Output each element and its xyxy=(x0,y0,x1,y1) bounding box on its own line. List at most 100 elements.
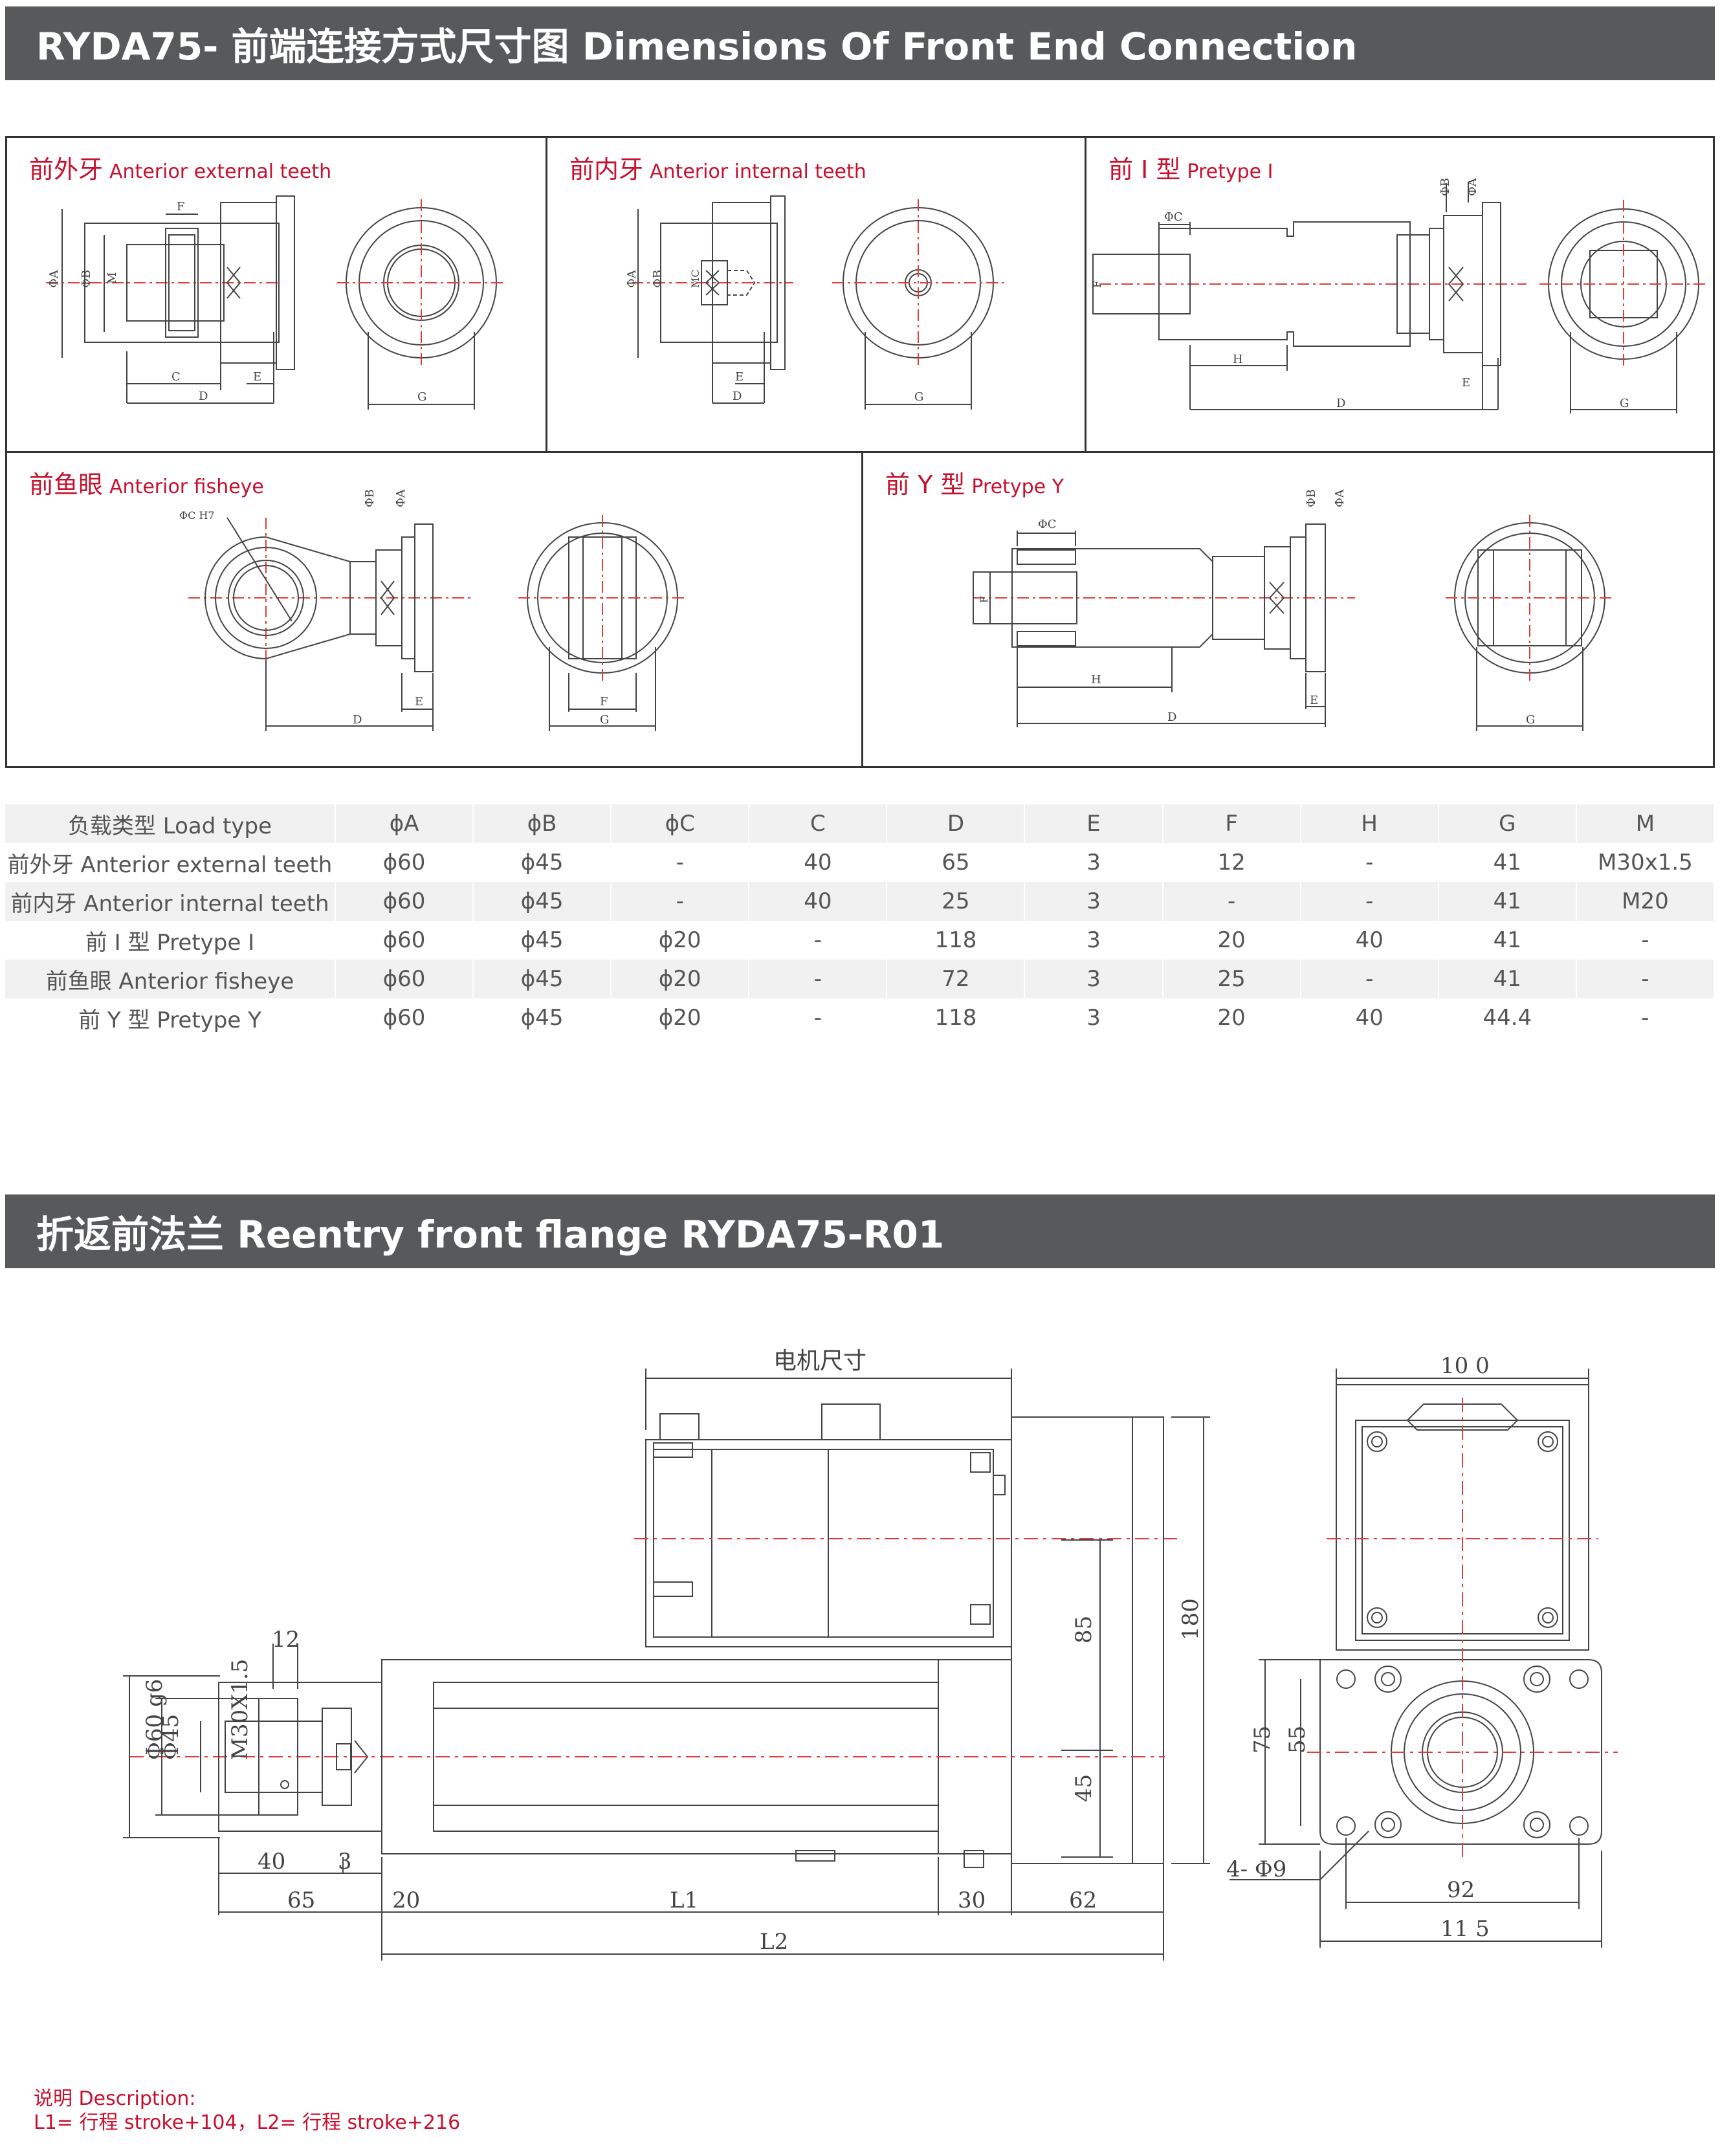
table-cell: - xyxy=(611,843,750,882)
table-cell: 3 xyxy=(1024,960,1163,998)
svg-text:ΦA: ΦA xyxy=(394,489,408,507)
svg-text:75: 75 xyxy=(1250,1726,1275,1754)
table-cell: 前鱼眼 Anterior fisheye xyxy=(5,960,336,998)
section-title: 折返前法兰 Reentry front flange RYDA75-R01 xyxy=(36,1213,945,1257)
table-cell: 3 xyxy=(1024,921,1163,960)
table-cell: - xyxy=(749,998,888,1037)
svg-text:ΦA: ΦA xyxy=(1466,177,1479,196)
section-title: RYDA75- 前端连接方式尺寸图 Dimensions Of Front En… xyxy=(36,25,1358,69)
description-title: 说明 Description: xyxy=(34,2087,196,2110)
table-cell: 前 I 型 Pretype I xyxy=(5,921,336,960)
table-cell: ϕ20 xyxy=(611,960,750,998)
svg-text:G: G xyxy=(1526,713,1535,727)
fisheye-drawing: ΦC H7 D E F G ΦB ΦA xyxy=(179,489,687,731)
table-cell: 72 xyxy=(887,960,1026,998)
table-cell: - xyxy=(1576,960,1715,998)
table-cell: ϕ20 xyxy=(611,998,750,1037)
svg-text:12: 12 xyxy=(272,1627,300,1653)
svg-text:G: G xyxy=(600,713,609,727)
svg-text:85: 85 xyxy=(1071,1616,1097,1644)
table-cell: 25 xyxy=(1162,960,1301,998)
table-cell: 前 Y 型 Pretype Y xyxy=(5,998,336,1037)
table-cell: 前外牙 Anterior external teeth xyxy=(5,843,336,882)
table-cell: 118 xyxy=(887,998,1026,1037)
svg-text:55: 55 xyxy=(1284,1726,1310,1754)
svg-text:L1: L1 xyxy=(670,1887,698,1913)
table-cell: M30x1.5 xyxy=(1576,843,1715,882)
svg-text:E: E xyxy=(1310,694,1318,707)
table-cell: 40 xyxy=(1300,998,1439,1037)
svg-text:F: F xyxy=(177,200,185,214)
svg-text:电机尺寸: 电机尺寸 xyxy=(773,1348,866,1374)
table-row: 前鱼眼 Anterior fisheye ϕ60 ϕ45 ϕ20 - 72 3 … xyxy=(5,960,1715,998)
pretype-y-drawing: ΦC F H D E G ΦB ΦA xyxy=(973,489,1614,731)
svg-text:4- Φ9: 4- Φ9 xyxy=(1226,1856,1286,1882)
svg-text:Φ45: Φ45 xyxy=(158,1714,184,1760)
svg-text:Φ60 g6: Φ60 g6 xyxy=(142,1679,168,1760)
svg-text:30: 30 xyxy=(958,1887,986,1913)
table-cell: 3 xyxy=(1024,843,1163,882)
svg-text:ΦA: ΦA xyxy=(625,269,639,288)
svg-text:3: 3 xyxy=(338,1849,352,1875)
description-text: L1= 行程 stroke+104，L2= 行程 stroke+216 xyxy=(34,2111,461,2134)
table-cell: 20 xyxy=(1162,998,1301,1037)
svg-text:D: D xyxy=(733,390,742,403)
svg-text:F: F xyxy=(600,695,608,709)
table-cell: 41 xyxy=(1438,960,1577,998)
table-header-cell: E xyxy=(1024,804,1163,843)
table-cell: - xyxy=(749,921,888,960)
svg-text:MC: MC xyxy=(689,269,701,288)
table-cell: 3 xyxy=(1024,882,1163,921)
table-header-cell: D xyxy=(887,804,1026,843)
table-row: 前内牙 Anterior internal teeth ϕ60 ϕ45 - 40… xyxy=(5,882,1715,921)
svg-text:H: H xyxy=(1091,673,1101,687)
table-header-cell: 负载类型 Load type xyxy=(5,804,336,843)
svg-text:D: D xyxy=(199,390,208,403)
table-cell: 44.4 xyxy=(1438,998,1577,1037)
table-cell: ϕ20 xyxy=(611,921,750,960)
section-header-front-end: RYDA75- 前端连接方式尺寸图 Dimensions Of Front En… xyxy=(5,6,1715,80)
svg-text:G: G xyxy=(1620,397,1629,410)
svg-text:62: 62 xyxy=(1069,1887,1097,1913)
table-header-cell: F xyxy=(1162,804,1301,843)
svg-text:D: D xyxy=(353,713,362,727)
table-cell: ϕ45 xyxy=(473,960,612,998)
table-cell: 25 xyxy=(887,882,1026,921)
table-cell: ϕ45 xyxy=(473,921,612,960)
table-header-cell: ϕC xyxy=(611,804,750,843)
table-header-cell: G xyxy=(1438,804,1577,843)
svg-text:ΦA: ΦA xyxy=(47,269,61,288)
table-header-cell: ϕB xyxy=(473,804,612,843)
table-cell: ϕ45 xyxy=(473,882,612,921)
table-cell: - xyxy=(1162,882,1301,921)
svg-text:ΦB: ΦB xyxy=(363,489,377,507)
dimension-table: 负载类型 Load type ϕA ϕB ϕC C D E F H G M 前外… xyxy=(5,804,1715,1037)
svg-text:M30X1.5: M30X1.5 xyxy=(227,1659,253,1760)
table-cell: - xyxy=(1300,960,1439,998)
svg-text:ΦC: ΦC xyxy=(1038,518,1057,531)
svg-text:40: 40 xyxy=(258,1849,285,1875)
svg-text:L2: L2 xyxy=(760,1929,788,1955)
table-cell: 41 xyxy=(1438,882,1577,921)
svg-text:ΦC: ΦC xyxy=(1164,210,1183,224)
table-cell: 前内牙 Anterior internal teeth xyxy=(5,882,336,921)
svg-text:F: F xyxy=(978,596,990,603)
table-cell: - xyxy=(611,882,750,921)
table-cell: 20 xyxy=(1162,921,1301,960)
table-cell: - xyxy=(1300,882,1439,921)
table-cell: 41 xyxy=(1438,921,1577,960)
svg-text:10 0: 10 0 xyxy=(1440,1353,1490,1379)
svg-text:C: C xyxy=(171,370,181,384)
external-teeth-drawing: ΦA ΦB M F C E D G xyxy=(46,195,505,410)
svg-text:M: M xyxy=(105,272,119,284)
svg-text:180: 180 xyxy=(1178,1598,1204,1640)
svg-text:ΦB: ΦB xyxy=(80,270,93,288)
table-cell: - xyxy=(1576,998,1715,1037)
table-header-cell: C xyxy=(749,804,888,843)
